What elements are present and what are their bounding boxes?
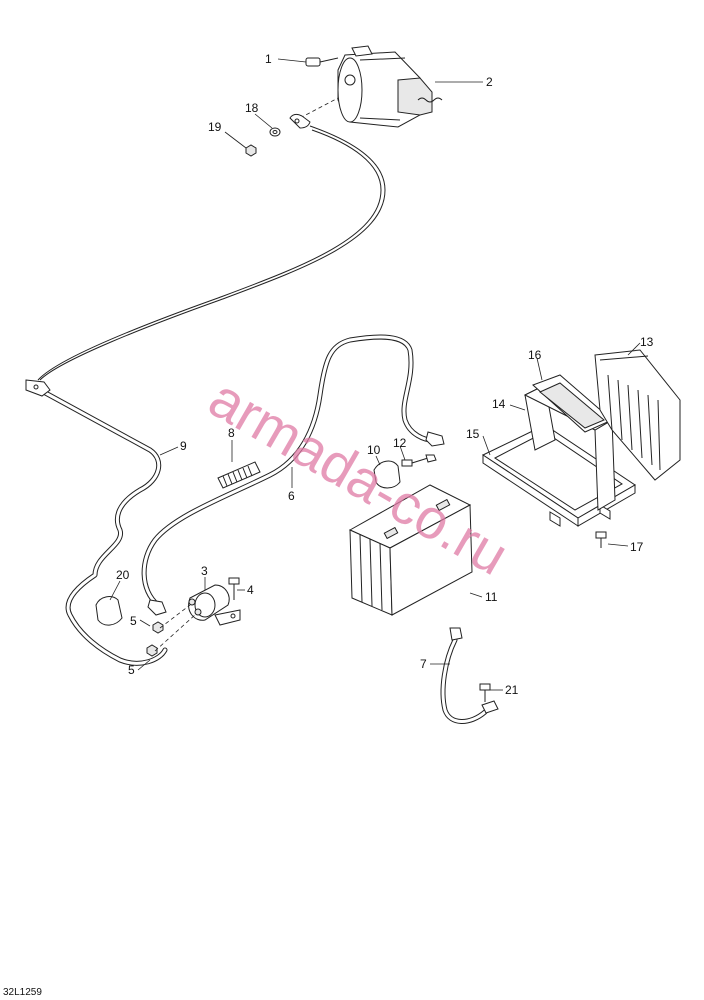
callout-12: 12	[393, 436, 407, 450]
washer-18	[269, 127, 281, 137]
callout-9: 9	[180, 439, 187, 453]
boot-20	[95, 596, 123, 626]
cover-16	[532, 374, 613, 433]
boot-10	[373, 460, 401, 489]
callout-7: 7	[420, 657, 427, 671]
starter-terminal	[289, 113, 311, 129]
callout-11: 11	[485, 590, 498, 604]
callout-17: 17	[630, 540, 644, 554]
solenoid-3	[188, 584, 241, 626]
callout-5a: 5	[130, 614, 137, 628]
nut-5b	[146, 644, 158, 657]
callout-6: 6	[288, 489, 295, 503]
callout-3: 3	[201, 564, 208, 578]
callout-20: 20	[116, 568, 130, 582]
drawing-code: 32L1259	[3, 987, 42, 998]
callout-18: 18	[245, 101, 259, 115]
callout-13: 13	[640, 335, 654, 349]
callout-10: 10	[367, 443, 381, 457]
starter-motor	[337, 45, 443, 128]
battery-11	[348, 484, 473, 616]
callout-15: 15	[466, 427, 480, 441]
callout-4: 4	[247, 583, 254, 597]
callout-1: 1	[265, 52, 272, 66]
bolt-1	[305, 57, 339, 67]
bolt-17	[595, 531, 607, 548]
shield-13	[594, 349, 681, 481]
cable-6	[141, 334, 445, 616]
sleeve-8	[217, 461, 261, 489]
nut-5a	[152, 621, 164, 634]
callout-2: 2	[486, 75, 493, 89]
callout-labels: 1 2 3 4 5 5 6 7 8 9 10 11 12 13 14 15 16…	[116, 52, 654, 697]
bolt-21	[479, 683, 491, 702]
callout-19: 19	[208, 120, 222, 134]
cable-9	[25, 379, 168, 666]
cable-7	[440, 627, 499, 724]
callout-14: 14	[492, 397, 506, 411]
leader-lines	[109, 58, 641, 691]
bolt-12	[401, 454, 437, 467]
callout-21: 21	[505, 683, 519, 697]
callout-5b: 5	[128, 663, 135, 677]
callout-16: 16	[528, 348, 542, 362]
callout-8: 8	[228, 426, 235, 440]
bolt-4	[228, 577, 240, 600]
nut-19	[245, 144, 257, 157]
cable-9-upper	[39, 125, 386, 381]
